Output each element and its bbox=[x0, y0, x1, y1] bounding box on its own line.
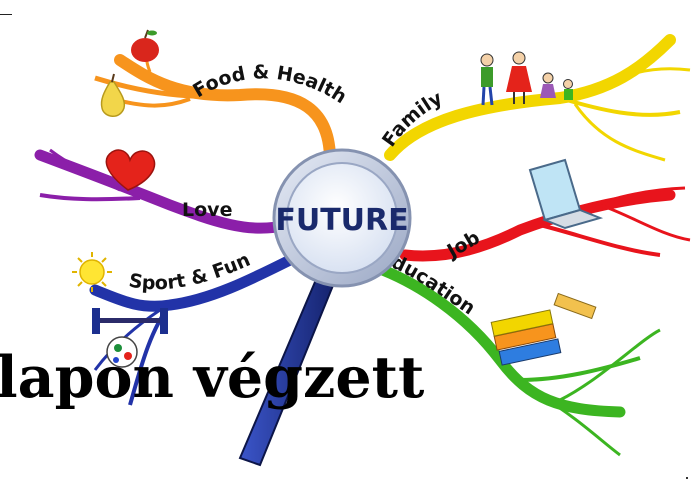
branch-family bbox=[384, 34, 691, 162]
ball-icon bbox=[106, 336, 138, 368]
branch-label-food: Food & Health bbox=[189, 61, 350, 108]
center-lens: FUTURE bbox=[272, 148, 412, 288]
apple-icon bbox=[131, 29, 159, 62]
barbell-icon bbox=[92, 308, 168, 334]
branch-food-health bbox=[94, 39, 336, 166]
branch-job bbox=[399, 186, 691, 262]
center-label: FUTURE bbox=[275, 203, 408, 238]
corner-dot bbox=[686, 477, 688, 479]
branch-education bbox=[354, 256, 661, 457]
pear-icon bbox=[100, 73, 126, 117]
corner-dash bbox=[0, 14, 12, 15]
sun-icon bbox=[72, 252, 112, 292]
books-icon bbox=[490, 292, 597, 366]
family-figures-icon bbox=[480, 51, 573, 106]
overlay-text: lapon végzett bbox=[0, 344, 425, 411]
laptop-icon bbox=[528, 158, 604, 230]
heart-icon bbox=[105, 149, 156, 191]
branch-label-love: Love bbox=[182, 199, 232, 221]
branch-love bbox=[34, 148, 291, 234]
